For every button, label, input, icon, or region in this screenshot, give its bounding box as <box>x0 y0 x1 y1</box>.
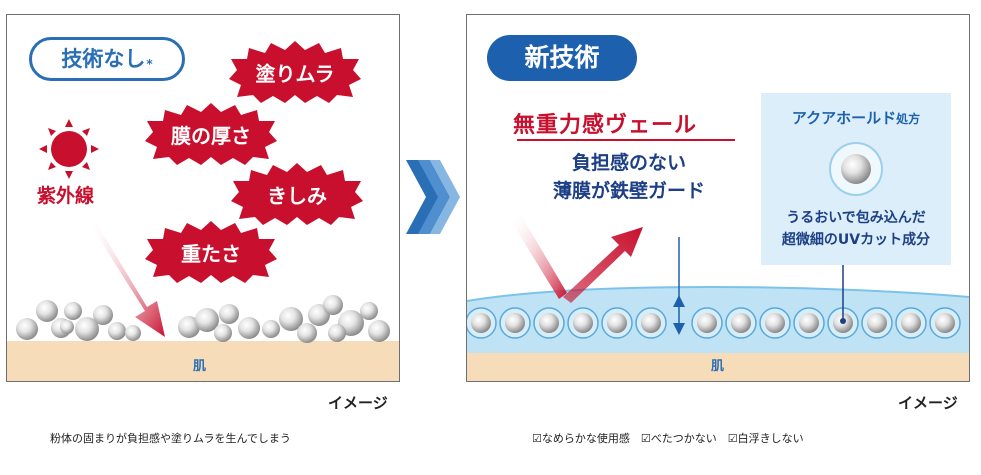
aquahold-title-main: アクアホールド <box>791 109 897 127</box>
badge-no-technology: 技術なし* <box>29 37 185 81</box>
encapsulated-particles <box>467 307 961 339</box>
veil-title: 無重力感ヴェール <box>513 113 698 138</box>
burst-uneven: 塗りムラ <box>229 41 361 103</box>
skin-label: 肌 <box>193 359 207 374</box>
badge-text: 技術なし <box>61 47 146 71</box>
sun-icon <box>39 119 99 179</box>
footnote-right: ☑なめらかな使用感 ☑べたつかない ☑白浮きしない <box>532 432 804 445</box>
badge-asterisk: * <box>146 57 153 71</box>
aquahold-title-suffix: 処方 <box>896 112 921 126</box>
aquahold-title: アクアホールド処方 <box>761 107 951 128</box>
uv-reflected-arrow <box>563 227 643 303</box>
image-caption-left: イメージ <box>328 394 388 412</box>
aquahold-desc-line-2: 超微細のUVカット成分 <box>781 232 931 248</box>
uv-label: 紫外線 <box>37 185 95 207</box>
burst-text: 重たさ <box>181 241 241 266</box>
badge-new-technology: 新技術 <box>487 35 637 81</box>
panel-new-technology: 新技術 無重力感ヴェール 負担感のない 薄膜が鉄壁ガード アクアホールド処方 う… <box>466 14 970 382</box>
burst-text: 膜の厚さ <box>171 123 251 148</box>
burst-squeak: きしみ <box>231 163 363 225</box>
right-scene <box>467 215 969 381</box>
veil-sub-line-1: 負担感のない <box>571 152 686 174</box>
burst-thickness: 膜の厚さ <box>145 103 277 165</box>
left-scene <box>7 119 399 381</box>
burst-text: 塗りムラ <box>255 61 335 86</box>
panel-without-technology: 技術なし* 塗りムラ 膜の厚さ きしみ 重たさ 紫外線 肌 <box>6 14 400 382</box>
uv-arrow <box>85 221 165 337</box>
uv-incoming-arrow <box>511 215 567 299</box>
aquahold-desc-line-1: うるおいで包み込んだ <box>786 210 926 226</box>
footnote-left: 粉体の固まりが負担感や塗りムラを生んでしまう <box>50 432 291 445</box>
burst-heaviness: 重たさ <box>145 221 277 283</box>
aquahold-callout: アクアホールド処方 うるおいで包み込んだ 超微細のUVカット成分 <box>761 93 951 265</box>
powder-clumps <box>16 295 390 343</box>
aquahold-description: うるおいで包み込んだ 超微細のUVカット成分 <box>761 207 951 251</box>
skin-label: 肌 <box>711 359 725 374</box>
image-caption-right: イメージ <box>898 394 958 412</box>
chevron-right-icon <box>406 160 460 234</box>
skin-layer <box>7 341 399 381</box>
veil-sub-line-2: 薄膜が鉄壁ガード <box>552 180 705 202</box>
droplet-particle-icon <box>829 142 883 196</box>
veil-description: 負担感のない 薄膜が鉄壁ガード <box>519 149 739 205</box>
burst-text: きしみ <box>267 183 327 208</box>
veil-underline <box>517 139 735 141</box>
